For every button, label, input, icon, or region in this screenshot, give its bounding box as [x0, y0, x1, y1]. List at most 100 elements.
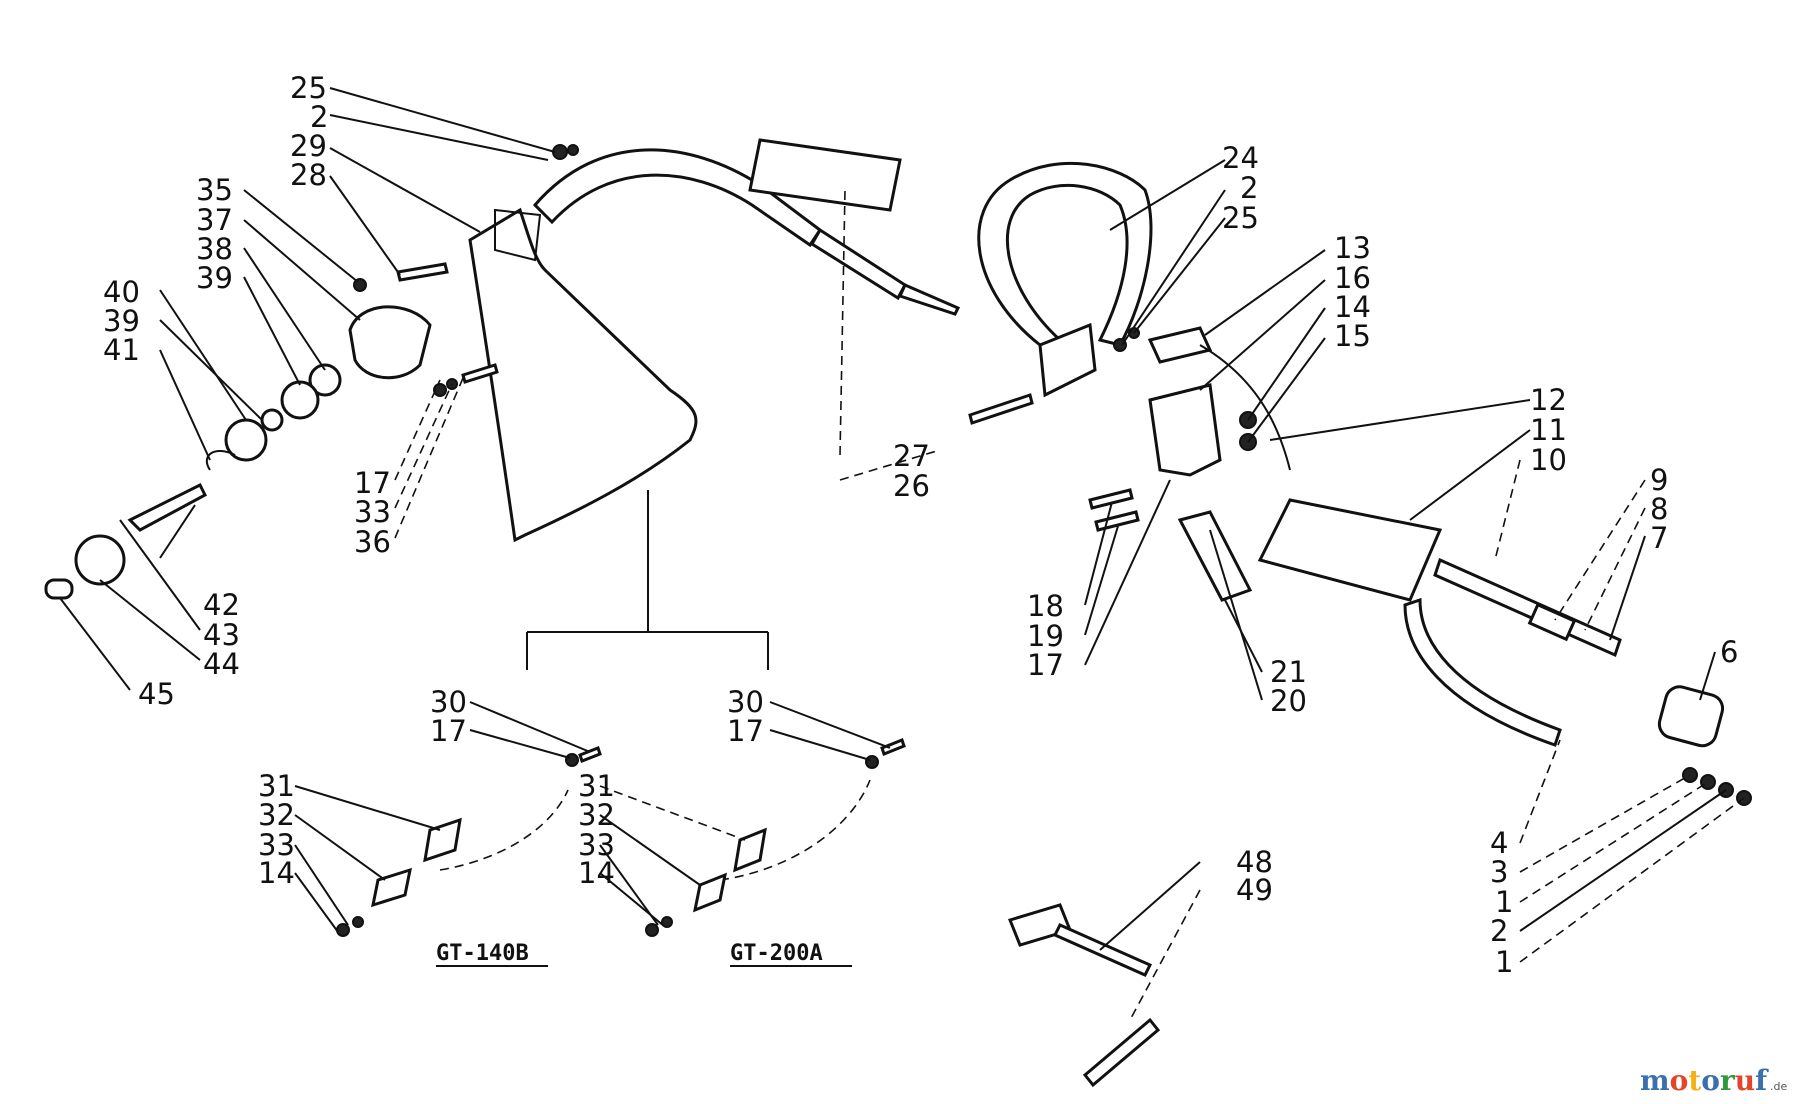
- left-leaders: [59, 87, 941, 691]
- callout-20: 20: [1270, 684, 1307, 718]
- callout-31-left: 31: [258, 769, 295, 803]
- handle-clamp: [1038, 322, 1097, 398]
- cap-45: [44, 578, 74, 600]
- model-label-left: GT-140B: [436, 941, 529, 966]
- callout-26: 26: [893, 469, 930, 503]
- callout-4: 4: [1490, 826, 1508, 860]
- washer-2-top: [552, 144, 568, 160]
- wrench-handle-48: [1052, 923, 1153, 977]
- bolt-26: [968, 393, 1034, 425]
- washer-17a: [565, 753, 579, 767]
- washer-33: [433, 383, 447, 397]
- holder-44: [74, 534, 126, 586]
- watermark-suffix: .de: [1770, 1080, 1787, 1093]
- callout-12: 12: [1530, 383, 1567, 417]
- callout-29: 29: [290, 129, 327, 163]
- bolt-18: [1088, 488, 1134, 510]
- label-plate: [748, 138, 902, 212]
- callout-32-right: 32: [578, 798, 615, 832]
- callout-10: 10: [1530, 443, 1567, 477]
- callout-31-right: 31: [578, 769, 615, 803]
- callout-8: 8: [1650, 492, 1668, 526]
- shaft-end: [897, 283, 961, 316]
- callout-36: 36: [354, 525, 391, 559]
- nut-3: [1700, 774, 1716, 790]
- bearing-38: [308, 363, 342, 397]
- throttle-assembly: [1088, 326, 1752, 806]
- cable-13: [1199, 344, 1291, 471]
- callout-24: 24: [1222, 141, 1259, 175]
- callout-28: 28: [290, 158, 327, 192]
- spindle-42: [127, 482, 207, 532]
- callout-6: 6: [1720, 635, 1738, 669]
- plate-32b: [692, 872, 728, 913]
- callout-15: 15: [1334, 319, 1371, 353]
- bearing-39: [280, 380, 320, 420]
- bolt-30a: [578, 746, 602, 763]
- washer-17b: [865, 755, 879, 769]
- callout-19: 19: [1027, 619, 1064, 653]
- variant-right: [599, 701, 906, 937]
- callout-21: 21: [1270, 655, 1307, 689]
- callout-17-left-variant: 17: [430, 714, 467, 748]
- callout-37: 37: [196, 203, 233, 237]
- throttle-housing: [1148, 383, 1222, 477]
- spacer-40: [260, 408, 284, 432]
- callout-17: 17: [354, 466, 391, 500]
- callout-49: 49: [1236, 873, 1273, 907]
- bolt-30b: [880, 738, 906, 756]
- watermark-brand: motoruf: [1640, 1064, 1769, 1097]
- callout-2-mid: 2: [1240, 171, 1258, 205]
- callout-43: 43: [203, 618, 240, 652]
- callout-25-mid: 25: [1222, 201, 1259, 235]
- callout-39b: 39: [103, 304, 140, 338]
- callout-14-left: 14: [258, 856, 295, 890]
- callout-41: 41: [103, 333, 140, 367]
- circlip-41: [205, 450, 236, 471]
- callout-33: 33: [354, 495, 391, 529]
- bolt-36: [461, 363, 499, 384]
- callout-7: 7: [1650, 521, 1668, 555]
- watermark: motoruf .de: [1640, 1064, 1787, 1097]
- callout-25: 25: [290, 71, 327, 105]
- callout-18: 18: [1027, 589, 1064, 623]
- callout-1: 1: [1495, 885, 1513, 919]
- callout-17-right-variant: 17: [727, 714, 764, 748]
- gearbox-assembly: [44, 138, 961, 600]
- mid-leaders: [1109, 159, 1226, 346]
- callout-32-left: 32: [258, 798, 295, 832]
- callout-13: 13: [1334, 231, 1371, 265]
- model-labels: GT-140B GT-200A: [436, 941, 852, 967]
- wing-bolt-25: [567, 144, 579, 156]
- guard-clamp: [494, 208, 542, 262]
- callout-35: 35: [196, 173, 233, 207]
- callout-labels: 25 2 29 28 35 37 38 39 40 39 41 17 33 36…: [103, 71, 1738, 979]
- callout-9: 9: [1650, 463, 1668, 497]
- cap-6: [1657, 685, 1725, 748]
- lever-20: [1177, 510, 1253, 602]
- callout-33-right: 33: [578, 828, 615, 862]
- callout-14-right: 14: [578, 856, 615, 890]
- guard-bracket-31a: [423, 817, 462, 863]
- guard-bracket-31b: [733, 827, 767, 873]
- callout-40: 40: [103, 275, 140, 309]
- model-label-right: GT-200A: [730, 941, 823, 966]
- callout-45: 45: [138, 677, 175, 711]
- right-leaders: [1084, 249, 1745, 963]
- callout-39: 39: [196, 261, 233, 295]
- callout-27: 27: [893, 439, 930, 473]
- callout-2-bottom: 2: [1490, 914, 1508, 948]
- callout-17-right: 17: [1027, 648, 1064, 682]
- callout-1-bottom: 1: [1495, 945, 1513, 979]
- washer-33b: [661, 916, 673, 928]
- callout-30-left: 30: [430, 685, 467, 719]
- callout-11: 11: [1530, 413, 1567, 447]
- callout-3: 3: [1490, 855, 1508, 889]
- nut-14a: [336, 923, 350, 937]
- handle-assembly: [968, 161, 1153, 425]
- variant-bracket: [526, 490, 769, 670]
- drive-tube: [1433, 557, 1622, 658]
- callout-48: 48: [1236, 845, 1273, 879]
- part-9: [1527, 602, 1577, 642]
